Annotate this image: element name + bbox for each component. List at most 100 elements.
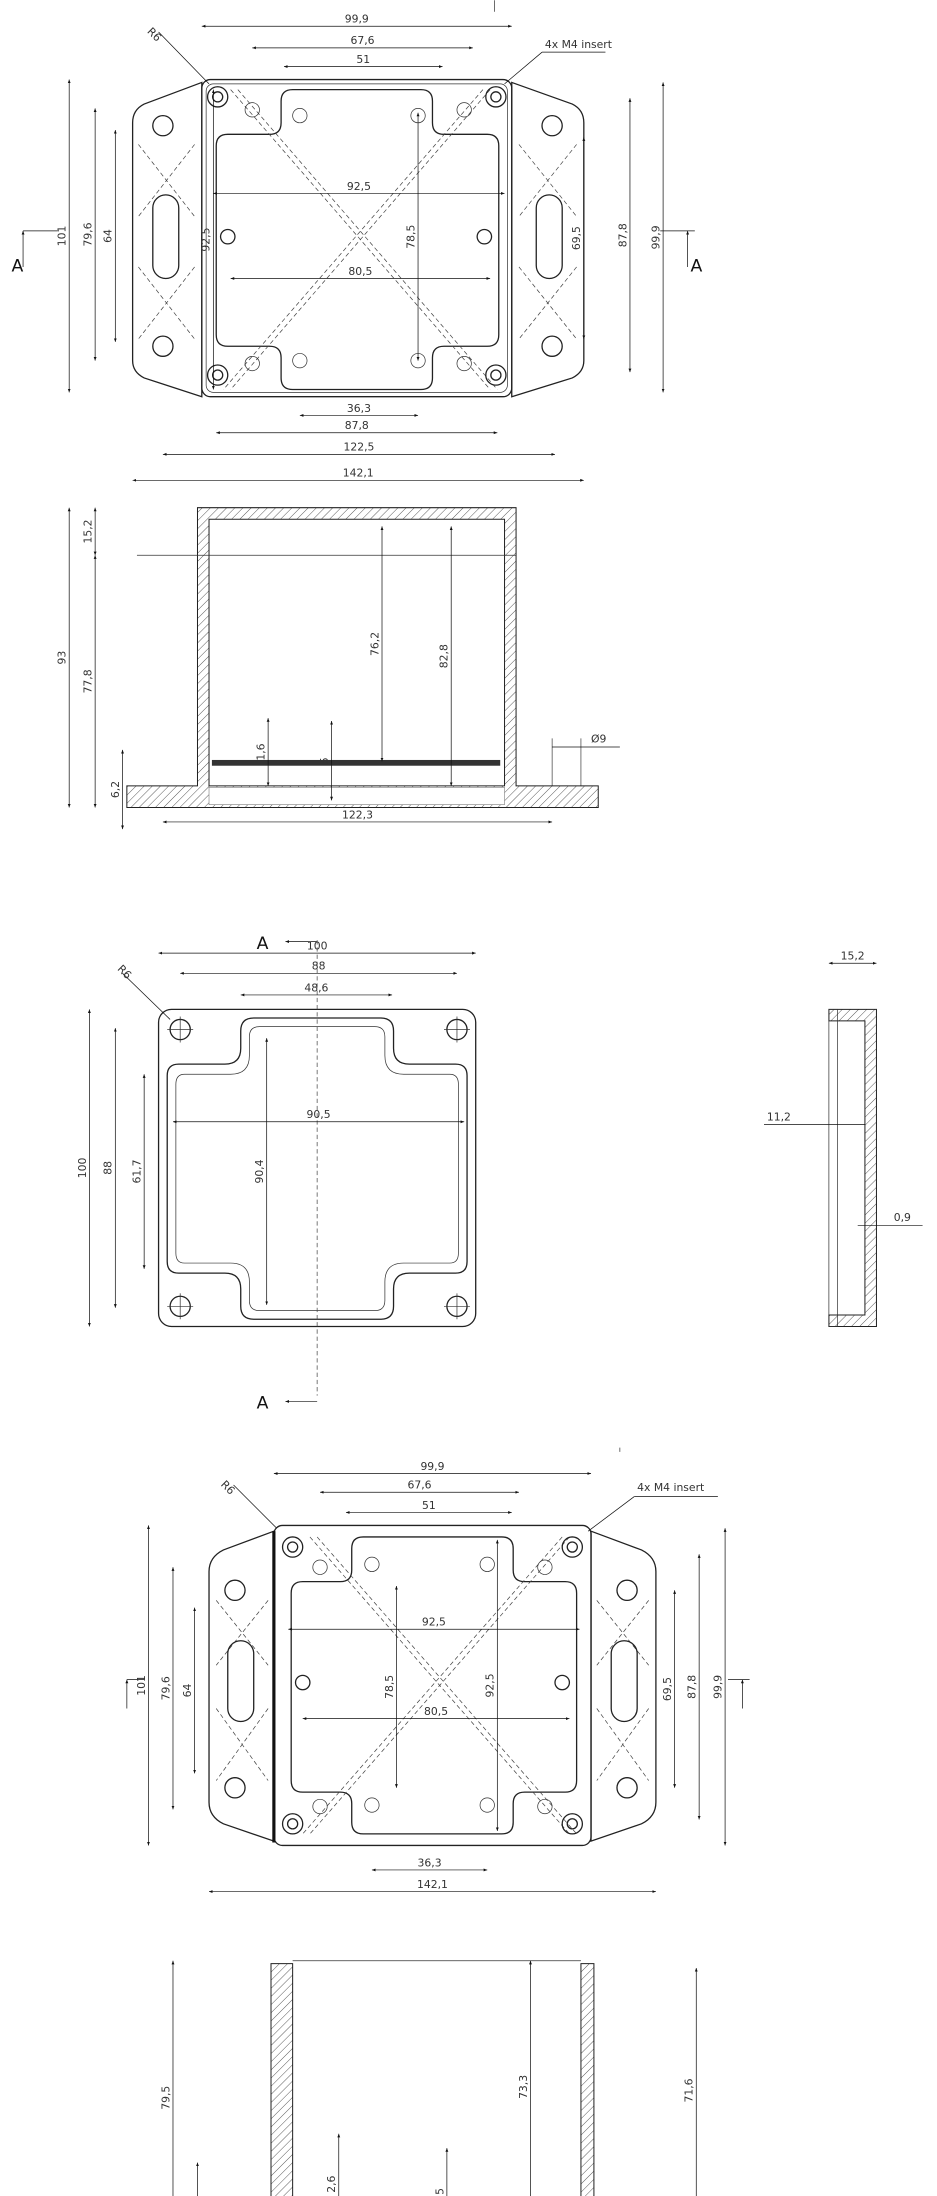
dimension-label: 122,5 bbox=[343, 441, 374, 454]
dimension-label: 76,2 bbox=[368, 632, 381, 656]
dimension-label: 87,8 bbox=[686, 1675, 699, 1699]
dimension-label: 87,8 bbox=[345, 419, 369, 432]
dimension-label: 101 bbox=[135, 1675, 148, 1696]
dimension-label: 67,6 bbox=[407, 1479, 431, 1492]
dimension-label: 142,1 bbox=[343, 467, 374, 480]
gasket-groove bbox=[166, 1017, 468, 1320]
dimension-label: 79,5 bbox=[159, 2086, 172, 2110]
right-flange bbox=[511, 81, 585, 398]
dimension-label: 88 bbox=[102, 1161, 115, 1175]
dimension-label: 99,9 bbox=[420, 1460, 444, 1473]
dimension-label: 99,9 bbox=[650, 225, 663, 249]
radius-label: R6 bbox=[115, 962, 134, 981]
insert-note: 4x M4 insert bbox=[637, 1481, 704, 1494]
inner-cavity bbox=[290, 1536, 578, 1835]
m4-insert-icon bbox=[281, 1813, 304, 1835]
dimension-label: 92,5 bbox=[200, 228, 213, 252]
dimension-label: 142,1 bbox=[417, 1878, 448, 1891]
dimension-label: 90,4 bbox=[253, 1159, 266, 1183]
dimension-label: 69,5 bbox=[661, 1677, 674, 1701]
lid-screw-hole bbox=[167, 1016, 194, 1043]
m4-insert-icon bbox=[485, 86, 507, 108]
dimension-label: 71,6 bbox=[683, 2078, 696, 2102]
section-view bbox=[126, 507, 599, 809]
left-flange bbox=[208, 1530, 275, 1843]
dimension-label: 64 bbox=[102, 229, 115, 243]
dimension-label: 101 bbox=[56, 226, 69, 247]
mount-hole bbox=[541, 335, 563, 357]
right-keyhole-slot bbox=[535, 194, 563, 280]
screw-boss bbox=[294, 1674, 311, 1691]
lid-screw-hole bbox=[167, 1293, 194, 1320]
m4-insert-icon bbox=[281, 1536, 304, 1558]
dimension-label: 79,6 bbox=[82, 222, 95, 246]
dimension-label: 51 bbox=[422, 1499, 436, 1512]
dimension-label: 11,2 bbox=[767, 1110, 791, 1123]
mount-hole bbox=[541, 114, 563, 137]
bottom-section-view bbox=[270, 1960, 595, 2196]
svg-text:A: A bbox=[257, 1394, 269, 1414]
lid-plan-view: R6 A A bbox=[115, 934, 477, 1414]
dimension-label: 1,6 bbox=[255, 743, 268, 760]
dimension-label: 90,5 bbox=[307, 1108, 331, 1121]
svg-text:A: A bbox=[257, 934, 269, 954]
dimension-label: 92,5 bbox=[422, 1616, 446, 1629]
section-arrow-left bbox=[125, 1679, 145, 1709]
dimension-label: 15,2 bbox=[82, 519, 95, 543]
dimension-label: 78,5 bbox=[383, 1675, 396, 1699]
dimension-label: 61,7 bbox=[131, 1159, 144, 1183]
section-arrow-left: A bbox=[12, 230, 58, 276]
dimension-label: 69,5 bbox=[570, 226, 583, 250]
inner-cavity bbox=[215, 88, 500, 391]
dimension-label: 6,2 bbox=[109, 781, 122, 798]
m4-insert-icon bbox=[206, 364, 229, 386]
top-plan-view: R6 4x M4 insert A A bbox=[12, 25, 702, 398]
dimension-label: 79,6 bbox=[159, 1676, 172, 1700]
dimension-label: 93 bbox=[56, 651, 69, 665]
box-outline bbox=[201, 78, 513, 398]
dimension-label: 82,8 bbox=[438, 644, 451, 668]
svg-text:A: A bbox=[12, 256, 24, 276]
mount-hole bbox=[616, 1579, 638, 1602]
dimension-label: 48,6 bbox=[304, 981, 328, 994]
dimension-label: Ø9 bbox=[591, 733, 606, 746]
mount-hole bbox=[616, 1777, 638, 1799]
left-flange bbox=[131, 81, 203, 398]
dimension-label: 122,3 bbox=[342, 808, 373, 821]
dimension-label: 80,5 bbox=[348, 265, 372, 278]
pcb-plate bbox=[211, 759, 501, 766]
m4-insert-icon bbox=[561, 1813, 584, 1835]
mount-hole bbox=[224, 1777, 246, 1799]
insert-note: 4x M4 insert bbox=[545, 38, 612, 51]
dimension-label: 5 bbox=[433, 2188, 446, 2195]
lid-screw-hole bbox=[443, 1293, 470, 1320]
left-keyhole-slot bbox=[227, 1640, 255, 1723]
dimension-label: 92,5 bbox=[484, 1673, 497, 1697]
m4-insert-icon bbox=[561, 1536, 584, 1558]
lid-side-view bbox=[828, 1008, 877, 1327]
dimension-label: 99,9 bbox=[711, 1675, 724, 1699]
m4-insert-icon bbox=[485, 364, 507, 386]
bottom-plan-view: R6 4x M4 insert bbox=[125, 1478, 750, 1847]
dimension-label: 36,3 bbox=[418, 1856, 442, 1869]
radius-label: R6 bbox=[218, 1478, 237, 1497]
dimension-label: 88 bbox=[312, 960, 326, 973]
dimension-label: 100 bbox=[307, 940, 328, 953]
dimension-label: 92,5 bbox=[347, 180, 371, 193]
dimension-label: 80,5 bbox=[424, 1705, 448, 1718]
m4-insert-icon bbox=[206, 86, 229, 108]
section-arrow-right: A bbox=[660, 230, 702, 276]
dimension-label: 51 bbox=[356, 53, 370, 66]
screw-boss bbox=[476, 228, 493, 245]
dimension-label: 87,8 bbox=[616, 223, 629, 247]
section-arrow-right bbox=[727, 1679, 750, 1709]
dimension-label: 78,5 bbox=[404, 225, 417, 249]
dimension-label: 77,8 bbox=[82, 669, 95, 693]
mount-hole bbox=[224, 1579, 246, 1602]
dimension-label: 15,2 bbox=[841, 950, 865, 963]
section-arrow-bottom: A bbox=[257, 1394, 318, 1414]
dimension-label: 0,9 bbox=[894, 1211, 911, 1224]
screw-boss bbox=[219, 228, 236, 245]
section-arrow-top: A bbox=[257, 934, 318, 954]
